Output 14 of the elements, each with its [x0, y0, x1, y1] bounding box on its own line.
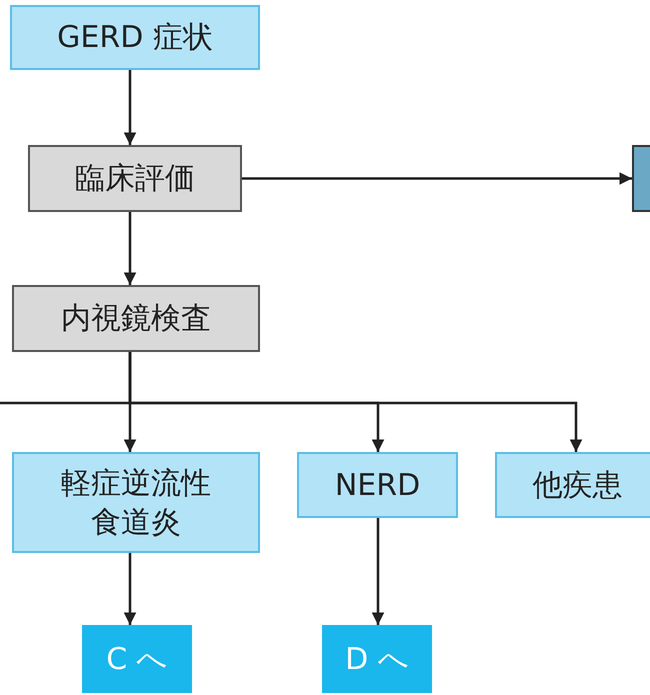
process-box: 内視鏡検査 [12, 285, 260, 352]
arrow [124, 70, 136, 145]
step-box: D へ [322, 625, 432, 693]
step-box: C へ [82, 625, 192, 693]
arrow [124, 553, 136, 625]
arrow [128, 352, 582, 452]
process-box: GERD 症状 [10, 5, 260, 70]
arrow [372, 518, 384, 625]
process-box: 軽症逆流性食道炎 [12, 452, 260, 553]
arrow [124, 212, 136, 285]
arrow [242, 172, 632, 185]
process-box: NERD [297, 452, 458, 518]
process-box: 他疾患 [495, 452, 650, 518]
process-box: 臨床評価 [28, 145, 242, 212]
